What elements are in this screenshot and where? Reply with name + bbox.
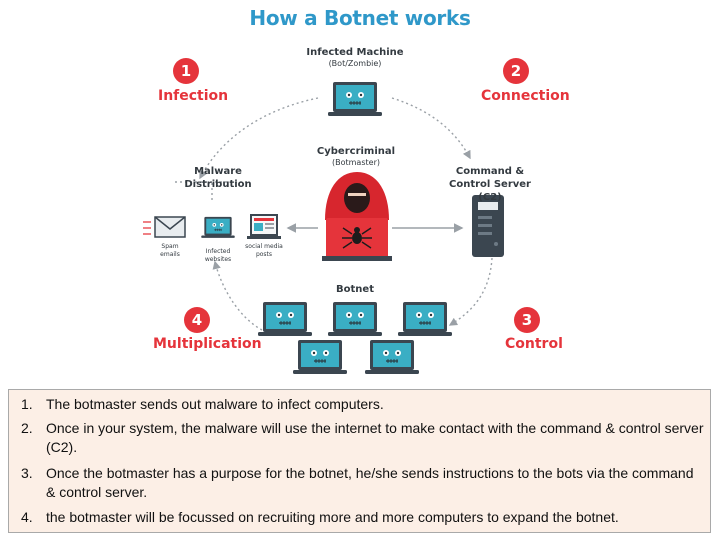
step-3-label: Control <box>505 336 563 352</box>
step-3-badge: 3 <box>514 307 540 333</box>
note-item: 3. Once the botmaster has a purpose for … <box>21 464 706 502</box>
spam-emails-line2: emails <box>160 251 180 258</box>
step-1-badge: 1 <box>173 58 199 84</box>
note-text: Once the botmaster has a purpose for the… <box>46 465 694 500</box>
infected-machine-subtitle: (Bot/Zombie) <box>328 59 382 68</box>
step-4-label: Multiplication <box>153 336 262 352</box>
cybercriminal-title: Cybercriminal <box>316 146 396 157</box>
hacker-icon <box>322 172 392 261</box>
infected-websites-caption: Infected websites <box>198 248 238 264</box>
infected-machine-label: Infected Machine (Bot/Zombie) <box>300 46 410 69</box>
arrow-multiplication <box>212 260 263 331</box>
malware-distribution-title: Malware <box>194 166 242 177</box>
note-number: 1. <box>21 396 33 412</box>
step-2-label: Connection <box>481 88 570 104</box>
envelope-icon <box>143 216 186 238</box>
notes-box: 1. The botmaster sends out malware to in… <box>8 389 711 533</box>
step-2-badge: 2 <box>503 58 529 84</box>
botnet-label: Botnet <box>336 284 374 295</box>
cybercriminal-label: Cybercriminal (Botmaster) <box>310 145 402 168</box>
infected-machine-laptop-icon <box>327 81 383 117</box>
botnet-laptop-icon <box>364 339 420 375</box>
botnet-laptop-icon <box>327 301 383 337</box>
malware-distribution-label: Malware Distribution <box>180 165 256 191</box>
c2-title: Command & <box>455 166 525 177</box>
social-media-caption: social media posts <box>240 243 288 259</box>
note-number: 2. <box>21 420 33 436</box>
botnet-laptop-icon <box>292 339 348 375</box>
cybercriminal-subtitle: (Botmaster) <box>332 158 380 167</box>
note-text: the botmaster will be focussed on recrui… <box>46 509 619 525</box>
step-4-badge: 4 <box>184 307 210 333</box>
social-media-laptop-icon <box>247 214 281 239</box>
flow-arrows <box>175 97 493 331</box>
botnet-laptop-icon <box>257 301 313 337</box>
arrow-connection <box>391 97 471 160</box>
note-number: 3. <box>21 465 33 481</box>
botnet-laptop-icon <box>397 301 453 337</box>
note-item: 2. Once in your system, the malware will… <box>21 419 706 457</box>
arrow-control <box>448 257 493 326</box>
note-number: 4. <box>21 509 33 525</box>
malware-distribution-subtitle: Distribution <box>184 179 252 190</box>
infected-website-laptop-icon <box>200 216 236 239</box>
server-icon <box>472 195 504 257</box>
step-1-label: Infection <box>158 88 229 104</box>
spam-emails-line1: Spam <box>161 243 179 250</box>
social-media-line1: social media <box>245 243 283 250</box>
spam-emails-caption: Spam emails <box>150 243 190 259</box>
infected-websites-line2: websites <box>204 256 232 263</box>
diagram-title: How a Botnet works <box>249 6 471 30</box>
c2-subtitle: Control Server (C2) <box>449 179 531 203</box>
note-item: 4. the botmaster will be focussed on rec… <box>21 508 706 527</box>
infected-websites-line1: Infected <box>205 248 231 255</box>
infected-machine-title: Infected Machine <box>306 47 404 58</box>
note-text: Once in your system, the malware will us… <box>46 420 704 455</box>
note-text: The botmaster sends out malware to infec… <box>46 396 384 412</box>
social-media-line2: posts <box>255 251 273 258</box>
note-item: 1. The botmaster sends out malware to in… <box>21 395 706 414</box>
botnet-diagram <box>143 81 504 375</box>
c2-label: Command & Control Server (C2) <box>438 165 542 204</box>
